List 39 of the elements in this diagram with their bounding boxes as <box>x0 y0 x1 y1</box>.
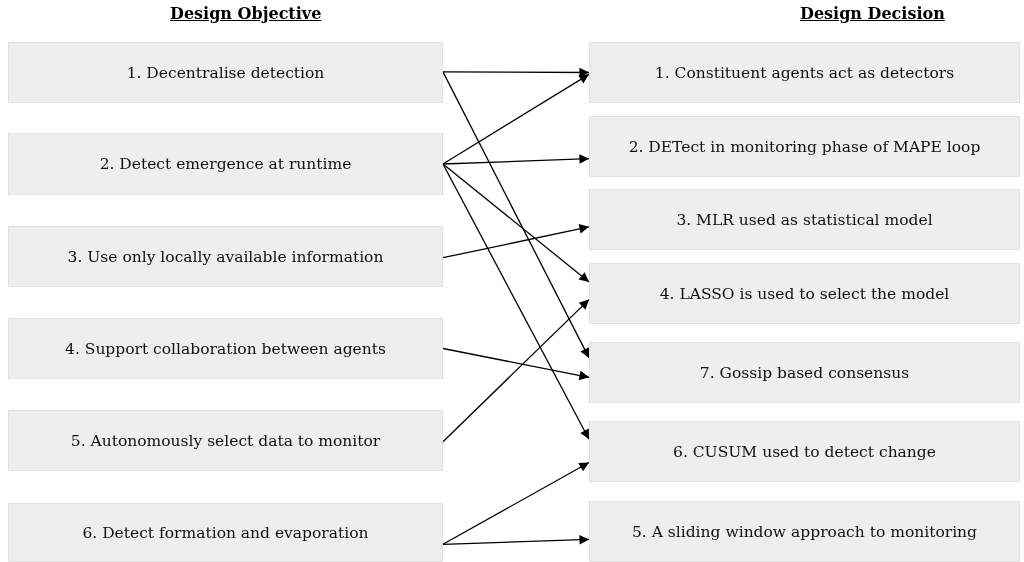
text-box <box>589 501 1020 562</box>
column-heading: Design Decision <box>800 4 945 23</box>
box-label: 4. Support collaboration between agents <box>65 339 386 358</box>
text-box <box>8 503 443 562</box>
text-box <box>8 133 443 195</box>
arrow <box>442 67 590 78</box>
arrow <box>442 224 590 259</box>
text-box <box>589 42 1020 103</box>
box-label: 1. Constituent agents act as detectors <box>654 63 955 82</box>
text-box <box>8 318 443 379</box>
box-label: 7. Gossip based consensus <box>699 363 910 382</box>
box-label: 2. Detect emergence at runtime <box>99 155 352 173</box>
box-label: 5. Autonomously select data to monitor <box>70 431 381 450</box>
text-box <box>8 42 443 103</box>
text-box <box>589 421 1020 482</box>
box-label: 4. LASSO is used to select the model <box>659 284 950 303</box>
box-label: 6. Detect formation and evaporation <box>82 523 369 542</box>
box-label: 2. DETect in monitoring phase of MAPE loop <box>628 137 981 156</box>
text-box <box>589 116 1020 177</box>
box-label: 5. A sliding window approach to monitoring <box>632 522 977 541</box>
arrow <box>442 534 590 545</box>
text-box <box>8 226 443 287</box>
text-box <box>8 410 443 471</box>
arrow <box>442 461 590 545</box>
column-heading: Design Objective <box>170 4 322 23</box>
text-box <box>589 263 1020 324</box>
arrow <box>442 73 590 165</box>
box-label: 3. Use only locally available information <box>67 247 384 266</box>
box-label: 1. Decentralise detection <box>126 63 325 82</box>
arrow <box>442 163 590 440</box>
arrow <box>442 298 590 443</box>
arrow <box>442 347 590 381</box>
box-label: 6. CUSUM used to detect change <box>673 442 936 461</box>
arrow <box>442 154 590 165</box>
arrow <box>442 71 590 359</box>
text-box <box>589 189 1020 250</box>
box-label: 3. MLR used as statistical model <box>676 210 933 229</box>
text-box <box>589 342 1020 403</box>
arrow <box>442 163 590 283</box>
